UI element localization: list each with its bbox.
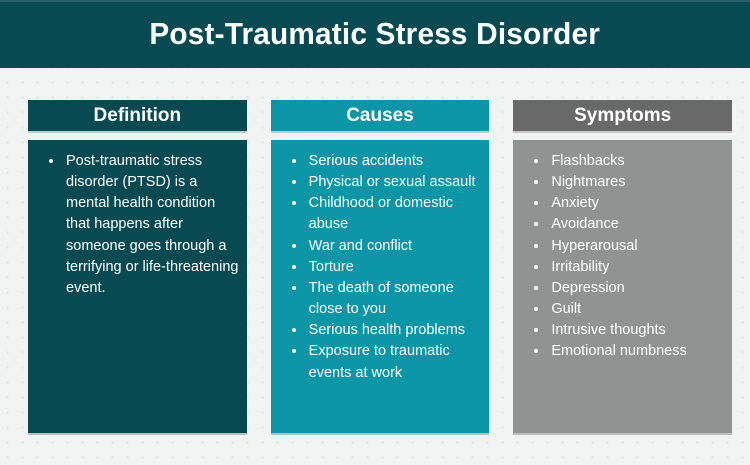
page-title: Post-Traumatic Stress Disorder xyxy=(149,16,601,51)
definition-body: Post-traumatic stress disorder (PTSD) is… xyxy=(28,140,247,433)
symptoms-body: FlashbacksNightmaresAnxietyAvoidanceHype… xyxy=(513,140,733,433)
definition-heading: Definition xyxy=(28,100,247,131)
list-item: Nightmares xyxy=(549,172,724,193)
list-item: Exposure to traumatic events at work xyxy=(307,341,482,383)
list-item: Avoidance xyxy=(549,214,724,235)
title-bar: Post-Traumatic Stress Disorder xyxy=(0,0,750,68)
column-causes: Causes Serious accidentsPhysical or sexu… xyxy=(270,100,490,433)
list-item: Flashbacks xyxy=(549,151,724,172)
list-item: The death of someone close to you xyxy=(307,278,482,320)
list-item: Depression xyxy=(549,278,724,299)
symptoms-list: FlashbacksNightmaresAnxietyAvoidanceHype… xyxy=(525,151,724,363)
column-symptoms: Symptoms FlashbacksNightmaresAnxietyAvoi… xyxy=(513,100,733,433)
causes-body: Serious accidentsPhysical or sexual assa… xyxy=(270,140,490,433)
list-item: Intrusive thoughts xyxy=(549,320,724,341)
list-item: Post-traumatic stress disorder (PTSD) is… xyxy=(64,151,239,299)
symptoms-heading: Symptoms xyxy=(513,100,733,131)
column-definition: Definition Post-traumatic stress disorde… xyxy=(28,100,247,433)
list-item: Serious accidents xyxy=(307,151,482,172)
infographic-columns: Definition Post-traumatic stress disorde… xyxy=(0,68,750,433)
list-item: Guilt xyxy=(549,299,724,320)
list-item: War and conflict xyxy=(307,236,482,257)
list-item: Anxiety xyxy=(549,193,724,214)
definition-list: Post-traumatic stress disorder (PTSD) is… xyxy=(40,151,239,299)
list-item: Irritability xyxy=(549,257,724,278)
list-item: Torture xyxy=(307,257,482,278)
list-item: Physical or sexual assault xyxy=(307,172,482,193)
list-item: Serious health problems xyxy=(307,320,482,341)
list-item: Hyperarousal xyxy=(549,236,724,257)
list-item: Emotional numbness xyxy=(549,341,724,362)
causes-heading: Causes xyxy=(270,100,490,131)
causes-list: Serious accidentsPhysical or sexual assa… xyxy=(283,151,482,384)
list-item: Childhood or domestic abuse xyxy=(307,193,482,235)
